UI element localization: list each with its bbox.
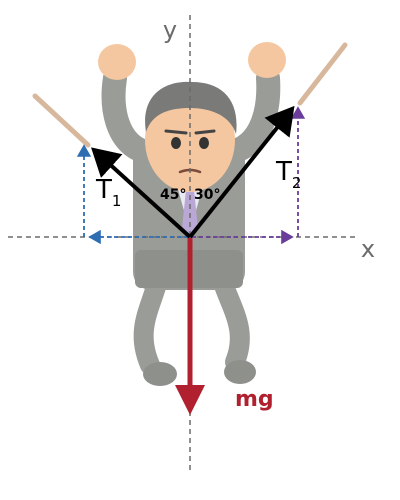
x-axis-label: x — [361, 235, 375, 263]
t1-subscript: 1 — [112, 192, 122, 210]
t1-angle-label: 45° — [160, 187, 186, 203]
right-eyebrow — [194, 129, 216, 135]
y-axis-label: y — [163, 16, 177, 44]
t2-label: T2 — [275, 157, 301, 192]
t2-vector — [188, 105, 295, 239]
left-eye — [171, 137, 181, 149]
t2-angle-label: 30° — [194, 187, 220, 203]
weight-label: mg — [235, 387, 274, 412]
t2-subscript: 2 — [292, 174, 302, 192]
left-hand — [98, 44, 136, 80]
left-eyebrow — [164, 129, 188, 135]
hair — [145, 81, 237, 134]
right-shoe — [224, 360, 256, 384]
left-leg — [133, 270, 168, 375]
right-leg — [212, 270, 250, 372]
t1-label: T1 — [95, 175, 121, 210]
right-hand — [248, 42, 286, 78]
head — [145, 88, 235, 192]
t1-symbol: T — [95, 175, 112, 205]
t1-vector — [91, 147, 192, 239]
right-eye — [199, 137, 209, 149]
right-arm — [226, 66, 281, 162]
t2-symbol: T — [275, 157, 292, 187]
left-arm — [101, 66, 152, 162]
left-shoe — [143, 362, 177, 386]
left-rope — [32, 93, 91, 148]
right-rope — [297, 42, 348, 106]
